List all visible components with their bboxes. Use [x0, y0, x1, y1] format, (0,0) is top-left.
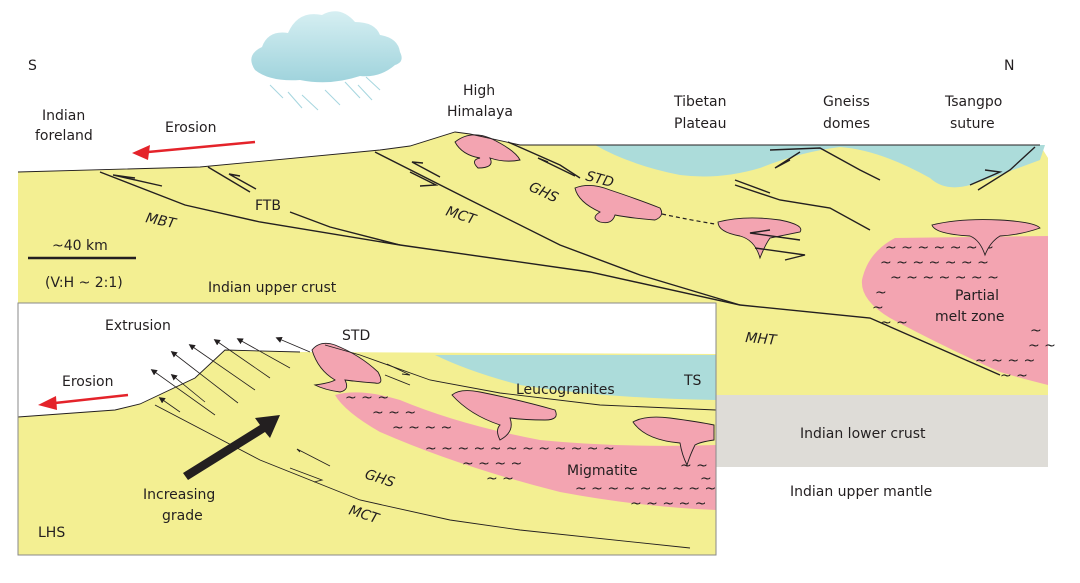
inset-panel: ~ ~ ~~ ~ ~~ ~ ~ ~ ~ ~ ~ ~ ~ ~ ~ ~ ~ ~ ~ … [17, 302, 717, 556]
svg-text:~ ~: ~ ~ [1000, 368, 1028, 384]
shear-sense-arrows [112, 151, 1003, 261]
north-label: N [1004, 58, 1014, 74]
inset-std-line [324, 344, 717, 411]
svg-text:~: ~ [700, 471, 712, 487]
tsangpo-suture-label: suture [950, 116, 995, 132]
lhs-label: LHS [38, 525, 65, 541]
migmatite-label: Migmatite [567, 463, 638, 479]
south-label: S [28, 58, 37, 74]
extrusion-label: Extrusion [105, 318, 171, 334]
ftb-label: FTB [255, 198, 281, 214]
svg-text:~: ~ [872, 300, 884, 316]
partial-melt-zone-label: Partial [955, 288, 999, 304]
inset-erosion-label: Erosion [62, 374, 113, 390]
mct-fault-line [374, 151, 741, 306]
scale-ratio-label: (V:H ~ 2:1) [45, 275, 123, 291]
leucogranite-bodies [454, 134, 1041, 260]
indian-lower-crust-region [715, 395, 1048, 467]
tsangpo-suture-label: Tsangpo [944, 94, 1002, 110]
high-himalaya-label: Himalaya [447, 104, 513, 120]
svg-text:~ ~: ~ ~ [1028, 338, 1056, 354]
mbt-label: MBT [144, 210, 178, 232]
melt-texture: ~ ~ ~ ~ ~ ~ ~~ ~ ~ ~ ~ ~ ~ ~ ~ ~ ~ ~ ~ ~… [872, 240, 1056, 384]
migmatite-texture: ~ ~ ~~ ~ ~~ ~ ~ ~ ~ ~ ~ ~ ~ ~ ~ ~ ~ ~ ~ … [345, 390, 716, 512]
tibetan-plateau-label: Plateau [674, 116, 726, 132]
svg-text:~ ~: ~ ~ [486, 471, 514, 487]
high-himalaya-label: High [463, 83, 495, 99]
svg-text:~ ~: ~ ~ [680, 458, 708, 474]
svg-text:~ ~ ~ ~ ~ ~ ~: ~ ~ ~ ~ ~ ~ ~ [890, 270, 999, 286]
mht-label: MHT [745, 330, 779, 349]
indian-lower-crust-label: Indian lower crust [800, 426, 926, 442]
svg-text:~ ~ ~ ~ ~ ~ ~: ~ ~ ~ ~ ~ ~ ~ [885, 240, 994, 256]
svg-text:~ ~ ~: ~ ~ ~ [372, 405, 416, 421]
mbt-fault-line [99, 171, 1001, 376]
tethyan-sequence-region [595, 145, 1045, 188]
indian-upper-mantle-label: Indian upper mantle [790, 484, 932, 500]
svg-text:~ ~ ~ ~: ~ ~ ~ ~ [392, 420, 452, 436]
inset-leucogranites [311, 342, 715, 467]
indian-foreland-label: foreland [35, 128, 93, 144]
increasing-grade-arrow-icon [183, 415, 280, 480]
partial-melt-zone-label: melt zone [935, 309, 1004, 325]
svg-text:~ ~ ~ ~ ~ ~ ~ ~ ~: ~ ~ ~ ~ ~ ~ ~ ~ ~ [575, 481, 716, 497]
inset-migmatite-region [335, 392, 716, 510]
std-fault-line [507, 141, 581, 179]
inset-mct-line [154, 404, 691, 549]
rain-cloud-icon [251, 11, 402, 111]
tibetan-plateau-label: Tibetan [673, 94, 726, 110]
indian-upper-crust-label: Indian upper crust [208, 280, 337, 296]
scale-distance-label: ~40 km [52, 238, 108, 254]
svg-text:~ ~ ~ ~ ~ ~ ~ ~ ~ ~ ~ ~: ~ ~ ~ ~ ~ ~ ~ ~ ~ ~ ~ ~ [425, 441, 615, 457]
erosion-arrow-main [147, 140, 256, 154]
gneiss-domes-label: domes [823, 116, 870, 132]
svg-text:~ ~ ~ ~: ~ ~ ~ ~ [975, 353, 1035, 369]
increasing-grade-label: Increasing [143, 487, 215, 503]
increasing-grade-label: grade [162, 508, 203, 524]
inset-tethyan-region [435, 355, 716, 400]
ftb-fault-line [207, 166, 251, 193]
extrusion-arrows [150, 336, 311, 416]
std-label: STD [584, 168, 616, 191]
erosion-arrow-inset [54, 393, 129, 405]
svg-text:~: ~ [1030, 323, 1042, 339]
erosion-label: Erosion [165, 120, 216, 136]
gneiss-domes-label: Gneiss [823, 94, 870, 110]
svg-text:~ ~ ~ ~ ~: ~ ~ ~ ~ ~ [630, 496, 706, 512]
indian-foreland-label: Indian [42, 108, 85, 124]
svg-text:~ ~ ~: ~ ~ ~ [345, 390, 389, 406]
svg-text:~ ~: ~ ~ [880, 315, 908, 331]
partial-melt-zone-region [861, 236, 1048, 385]
ts-label: TS [683, 373, 702, 389]
svg-text:~ ~ ~ ~: ~ ~ ~ ~ [462, 456, 522, 472]
leucogranites-label: Leucogranites [516, 382, 615, 398]
svg-text:~: ~ [875, 285, 887, 301]
inset-std-label: STD [342, 328, 370, 344]
svg-text:~ ~ ~ ~ ~ ~ ~: ~ ~ ~ ~ ~ ~ ~ [880, 255, 989, 271]
